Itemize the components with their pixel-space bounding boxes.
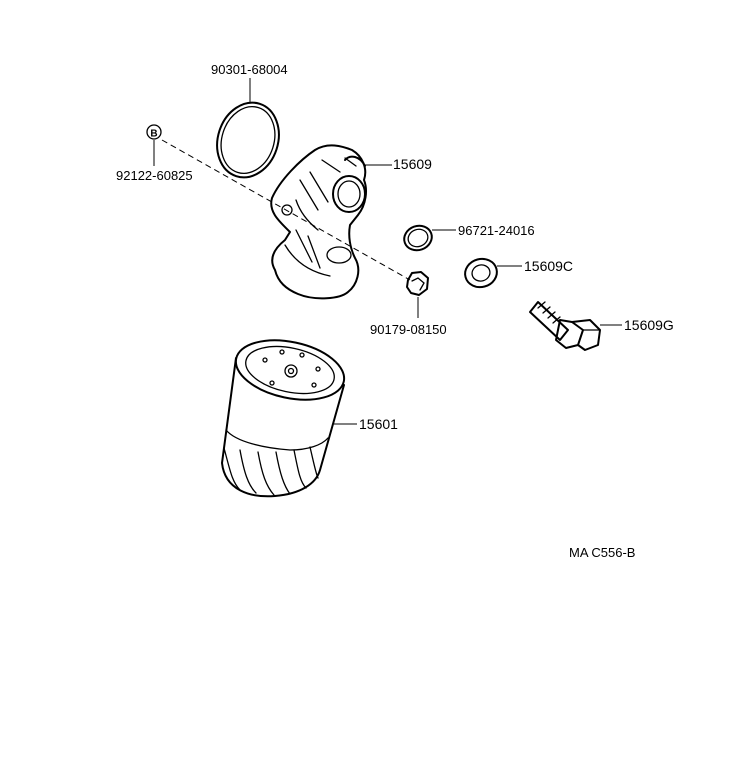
- union-bolt-small[interactable]: [406, 271, 429, 296]
- union-bolt-long[interactable]: [529, 301, 601, 351]
- label-union-bolt-long[interactable]: 15609G: [624, 317, 674, 333]
- label-oil-filter[interactable]: 15601: [359, 416, 398, 432]
- label-o-ring-large[interactable]: 90301-68004: [211, 62, 288, 77]
- oil-filter[interactable]: [221, 331, 350, 498]
- gasket-small[interactable]: [401, 222, 436, 254]
- diagram-code: MA C556-B: [569, 545, 635, 560]
- alignment-dashed-line: [161, 139, 411, 281]
- oil-filter-bracket[interactable]: [270, 144, 367, 300]
- washer[interactable]: [462, 255, 500, 290]
- label-bracket[interactable]: 15609: [393, 156, 432, 172]
- label-washer[interactable]: 15609C: [524, 258, 573, 274]
- plug-b-icon[interactable]: B: [146, 124, 162, 140]
- label-union-bolt-small[interactable]: 90179-08150: [370, 322, 447, 337]
- svg-text:B: B: [150, 129, 157, 140]
- label-gasket-small[interactable]: 96721-24016: [458, 223, 535, 238]
- label-plug-b[interactable]: 92122-60825: [116, 168, 193, 183]
- o-ring-large[interactable]: [208, 95, 289, 186]
